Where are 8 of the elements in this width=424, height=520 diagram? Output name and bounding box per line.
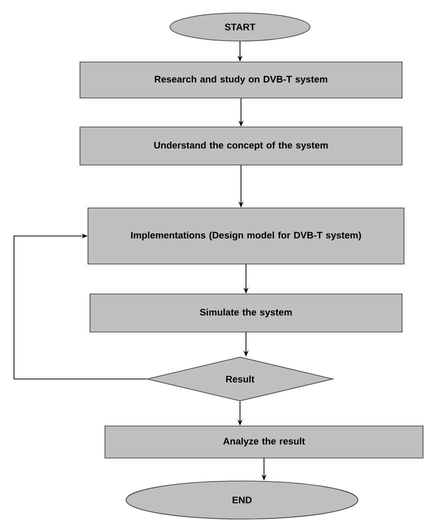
start-oval: START	[170, 12, 310, 42]
process-box: Simulate the system	[90, 294, 402, 332]
process-box: Analyze the result	[104, 426, 424, 458]
arrow	[14, 233, 147, 380]
process-box: Understand the concept of the system	[80, 126, 402, 166]
process-box: Research and study on DVB-T system	[80, 62, 402, 98]
process-box: Implementations (Design model for DVB-T system)	[88, 208, 404, 264]
end-oval: END	[126, 480, 358, 520]
